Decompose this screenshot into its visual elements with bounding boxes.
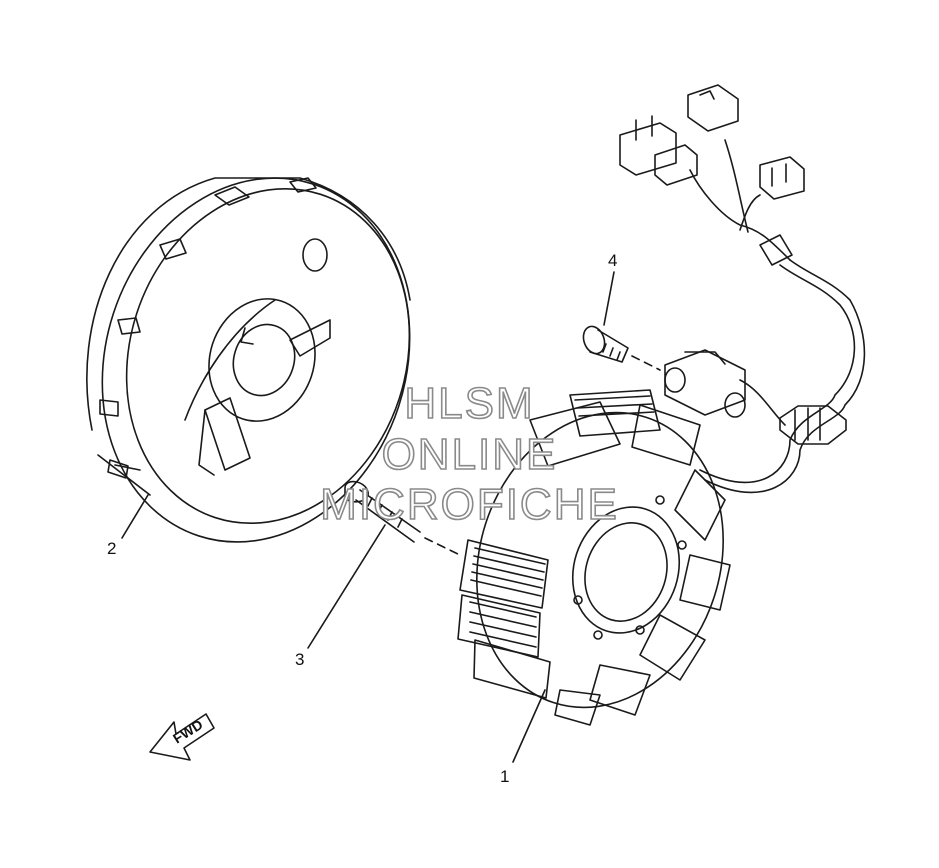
watermark-line-2: ONLINE <box>381 430 558 479</box>
stator-part-1 <box>457 389 731 763</box>
rotor-flywheel <box>86 177 411 543</box>
wiring-harness <box>619 84 866 494</box>
screw-part-4 <box>582 271 661 371</box>
callout-3: 3 <box>295 650 305 669</box>
callout-1: 1 <box>500 767 510 786</box>
callout-2: 2 <box>107 539 117 558</box>
watermark-line-3: MICROFICHE <box>319 480 619 529</box>
fwd-direction-arrow <box>149 713 215 761</box>
callout-4: 4 <box>608 251 618 270</box>
watermark-line-1: HLSM <box>404 379 535 428</box>
bolt-part-3 <box>307 480 463 649</box>
